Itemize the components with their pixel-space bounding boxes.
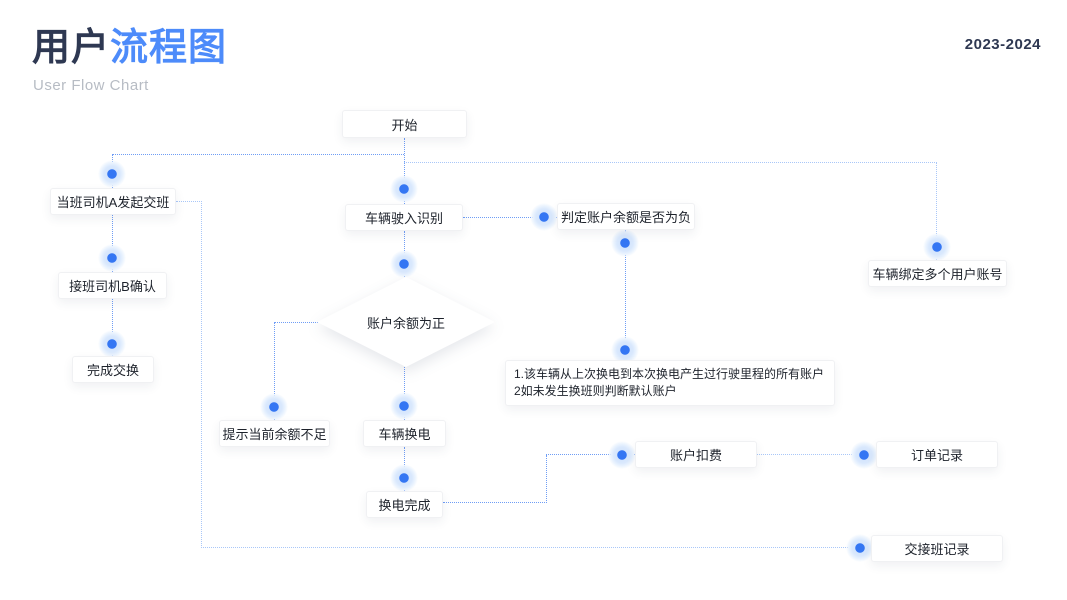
page-title: 用户流程图	[32, 26, 227, 70]
junction-dot	[390, 392, 418, 420]
flow-decision-balance-positive: 账户余额为正	[317, 277, 495, 367]
connector-line	[112, 154, 404, 155]
connector-line	[546, 454, 635, 455]
junction-dot	[98, 160, 126, 188]
connector-line	[274, 322, 275, 420]
junction-dot	[850, 441, 878, 469]
junction-dot	[390, 250, 418, 278]
flow-node-account-charge: 账户扣费	[635, 441, 757, 468]
flow-node-start: 开始	[342, 110, 467, 138]
connector-line	[201, 201, 202, 548]
junction-dot	[608, 441, 636, 469]
connector-line	[463, 217, 557, 218]
connector-line	[176, 201, 202, 202]
junction-dot	[98, 244, 126, 272]
junction-dot	[611, 336, 639, 364]
flow-decision-label: 账户余额为正	[317, 277, 495, 367]
junction-dot	[260, 393, 288, 421]
connector-line	[404, 162, 937, 163]
flow-node-vehicle-swap: 车辆换电	[363, 420, 446, 447]
connector-line	[112, 215, 113, 272]
flow-node-vehicle-entry-recognition: 车辆驶入识别	[345, 204, 463, 231]
flow-node-swap-complete: 换电完成	[366, 491, 443, 518]
page-subtitle: User Flow Chart	[33, 77, 149, 94]
junction-dot	[611, 229, 639, 257]
junction-dot	[923, 233, 951, 261]
connector-line	[443, 502, 547, 503]
flow-node-judge-negative-balance: 判定账户余额是否为负	[557, 203, 695, 230]
page-title-primary: 用户	[32, 27, 111, 69]
flow-node-driver-b-confirm: 接班司机B确认	[58, 272, 167, 299]
connector-line	[201, 547, 860, 548]
flow-node-insufficient-balance-hint: 提示当前余额不足	[219, 420, 330, 447]
flow-node-order-record: 订单记录	[876, 441, 998, 468]
flow-node-complete-exchange: 完成交换	[72, 356, 154, 383]
junction-dot	[390, 464, 418, 492]
connector-line	[546, 455, 547, 503]
page-title-accent: 流程图	[110, 27, 228, 69]
flow-node-handover-record: 交接班记录	[871, 535, 1003, 562]
connector-line	[757, 454, 868, 455]
connector-line	[404, 138, 405, 204]
period-label: 2023-2024	[964, 36, 1041, 53]
flow-note-line2: 2如未发生换班则判断默认账户	[514, 384, 677, 398]
junction-dot	[390, 175, 418, 203]
flow-note-line1: 1.该车辆从上次换电到本次换电产生过行驶里程的所有账户	[514, 367, 825, 381]
junction-dot	[98, 330, 126, 358]
flow-node-vehicle-multi-account: 车辆绑定多个用户账号	[868, 260, 1007, 287]
junction-dot	[846, 534, 874, 562]
connector-line	[625, 230, 626, 360]
flow-node-driver-a-handover: 当班司机A发起交班	[50, 188, 176, 215]
junction-dot	[530, 203, 558, 231]
connector-line	[112, 299, 113, 356]
connector-line	[936, 162, 937, 260]
connector-line	[274, 322, 318, 323]
flow-note-accounts: 1.该车辆从上次换电到本次换电产生过行驶里程的所有账户 2如未发生换班则判断默认…	[505, 360, 836, 406]
